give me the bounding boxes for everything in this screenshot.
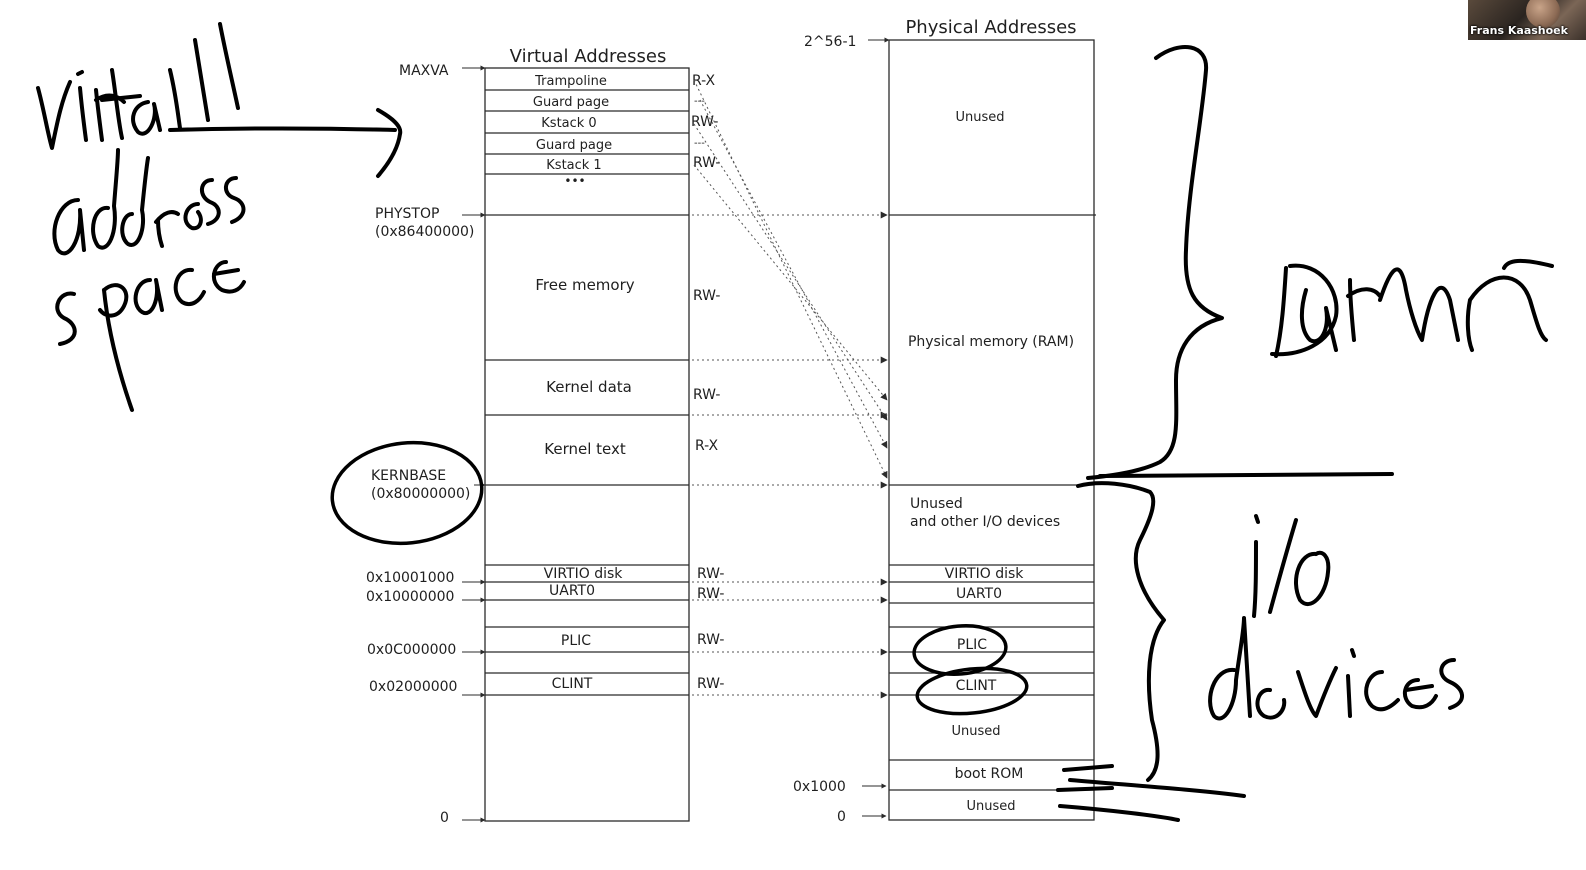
virtual-address-column: [484, 67, 690, 822]
clint-label: CLINT: [552, 676, 593, 692]
kernbase-hex-label: (0x80000000): [371, 486, 470, 502]
kstack0-label: Kstack 0: [541, 116, 596, 131]
handwriting-dram: [1270, 259, 1554, 358]
physical-title: Physical Addresses: [905, 17, 1076, 38]
plic-label: PLIC: [561, 633, 591, 649]
free-memory-label: Free memory: [535, 276, 634, 294]
perm-virtio: RW-: [697, 566, 725, 582]
handwriting-io: [1252, 514, 1331, 618]
io-brace: [1076, 481, 1166, 782]
phys-zero-address-label: 0: [837, 809, 846, 825]
kernel-data-label: Kernel data: [546, 378, 632, 396]
phys-boot-rom-label: boot ROM: [955, 766, 1024, 782]
virtual-pointer-arrow: [168, 108, 403, 178]
uart-address-label: 0x10000000: [366, 589, 454, 605]
handwriting-space: [55, 260, 246, 412]
trampoline-label: Trampoline: [534, 74, 607, 89]
phys-ram-label: Physical memory (RAM): [908, 334, 1074, 350]
virtio-address-label: 0x10001000: [366, 570, 454, 586]
guard-page-label: Guard page: [533, 95, 609, 110]
perm-kstack0: RW-: [691, 114, 719, 130]
perm-plic: RW-: [697, 632, 725, 648]
phys-plic-label: PLIC: [957, 637, 987, 653]
virtual-address-labels: MAXVA PHYSTOP (0x86400000) KERNBASE (0x8…: [366, 63, 474, 826]
perm-kstack1: RW-: [693, 155, 721, 171]
handwriting-address: [52, 148, 246, 256]
ram-io-divider: [1098, 472, 1394, 478]
phys-clint-label: CLINT: [956, 678, 997, 694]
perm-uart: RW-: [697, 586, 725, 602]
plic-address-label: 0x0C000000: [367, 642, 456, 658]
phys-unused-low-label: Unused: [951, 724, 1000, 739]
virtual-tick-arrows: [462, 65, 486, 823]
ellipsis-label: •••: [564, 174, 585, 188]
physical-address-labels: 2^56-1 0x1000 0: [793, 34, 856, 825]
plic-circle: [912, 624, 1008, 676]
dram-brace: [1086, 44, 1224, 480]
phystop-label: PHYSTOP: [375, 206, 439, 222]
maxva-label: MAXVA: [399, 63, 449, 79]
webcam-person-icon: [1526, 0, 1560, 28]
mapping-arrows: [692, 79, 888, 699]
perm-kernel-text: R-X: [695, 438, 719, 454]
phys-unused-io-label: Unused: [910, 496, 963, 512]
clint-circle: [915, 666, 1029, 716]
virtual-title: Virtual Addresses: [510, 46, 667, 67]
phys-unused-top-label: Unused: [955, 110, 1004, 125]
kernbase-label: KERNBASE: [371, 468, 446, 484]
uart0-label: UART0: [549, 583, 595, 599]
perm-free-memory: RW-: [693, 288, 721, 304]
handwriting-devices: [1208, 616, 1464, 721]
handwritten-annotations: [36, 22, 1554, 822]
phys-unused-io-label-2: and other I/O devices: [910, 514, 1060, 530]
phystop-hex-label: (0x86400000): [375, 224, 474, 240]
clint-address-label: 0x02000000: [369, 679, 457, 695]
perm-trampoline: R-X: [692, 73, 716, 89]
zero-address-label: 0: [440, 810, 449, 826]
phys-unused-bottom-label: Unused: [966, 799, 1015, 814]
physical-tick-arrows: [862, 37, 890, 819]
phys-boot-address-label: 0x1000: [793, 779, 846, 795]
perm-guard: ---: [694, 96, 705, 107]
physical-address-column: [888, 39, 1096, 821]
webcam-thumbnail: Frans Kaashoek: [1468, 0, 1586, 40]
guard-page-label: Guard page: [536, 138, 612, 153]
handwriting-virtual: [36, 22, 240, 150]
webcam-name-label: Frans Kaashoek: [1470, 24, 1568, 37]
perm-guard: ---: [694, 138, 705, 149]
virtio-disk-label: VIRTIO disk: [544, 566, 624, 582]
kernel-text-label: Kernel text: [544, 440, 626, 458]
phys-virtio-label: VIRTIO disk: [945, 566, 1025, 582]
boot-rom-strokes: [1056, 764, 1246, 822]
kstack1-label: Kstack 1: [546, 158, 601, 173]
phys-uart0-label: UART0: [956, 586, 1002, 602]
perm-kernel-data: RW-: [693, 387, 721, 403]
kernbase-circle: [330, 440, 484, 546]
perm-clint: RW-: [697, 676, 725, 692]
permission-labels: R-X --- RW- --- RW- RW- RW- R-X RW- RW- …: [691, 73, 725, 692]
phys-top-address-label: 2^56-1: [804, 34, 856, 50]
